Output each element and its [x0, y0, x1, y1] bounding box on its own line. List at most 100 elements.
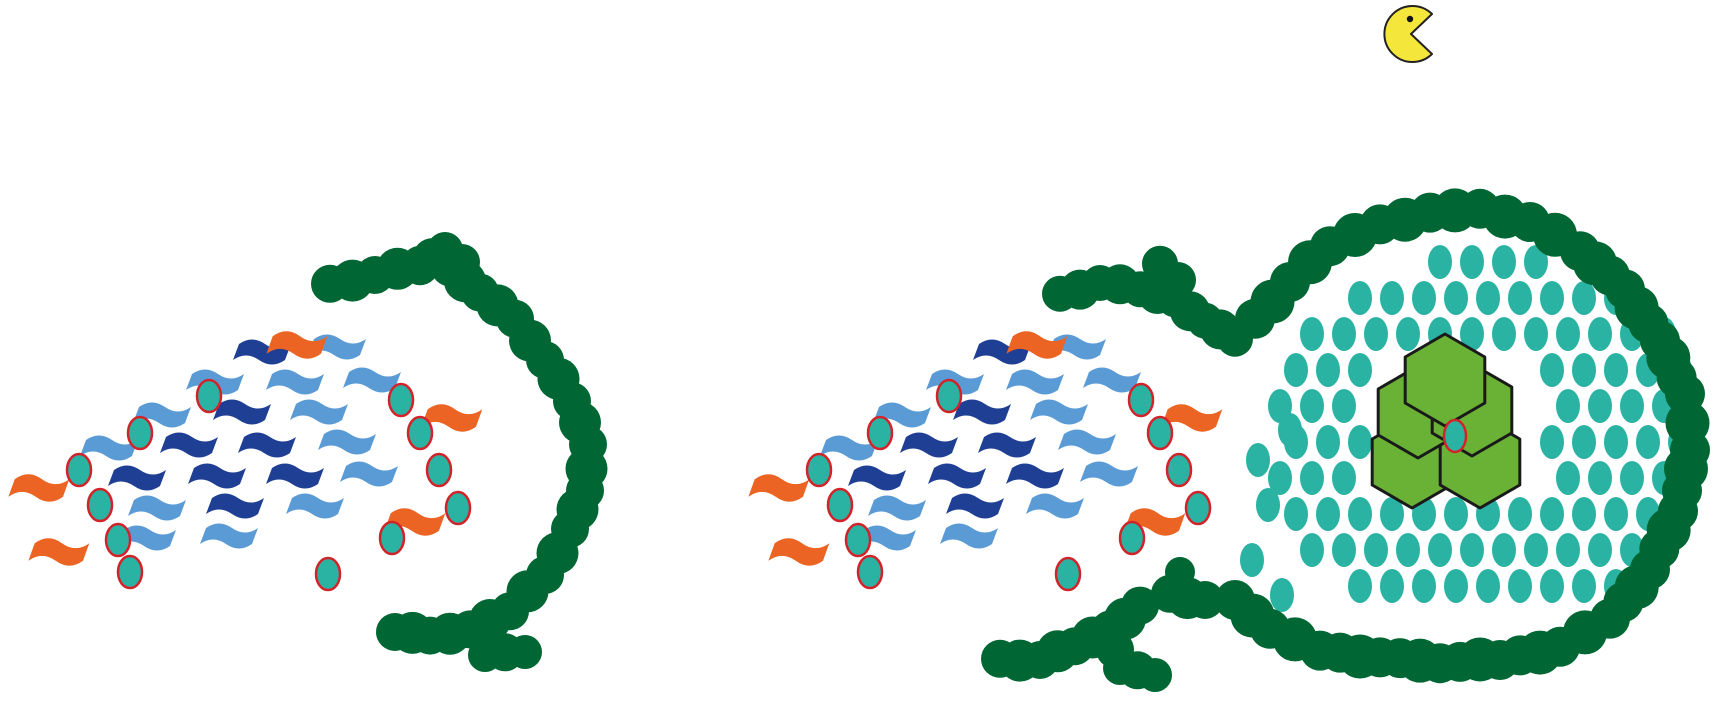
cargo-particle [378, 520, 406, 556]
cargo-particle [1146, 415, 1174, 451]
membrane-bead [444, 244, 480, 280]
vesicle-particle [1284, 353, 1308, 387]
membrane-bead [1160, 262, 1196, 298]
cargo-wave [340, 461, 398, 487]
cargo-particle [805, 452, 833, 488]
vesicle-particle [1332, 317, 1356, 351]
cargo-wave [238, 432, 296, 458]
membrane-bead [1121, 586, 1159, 625]
cargo-particle [65, 452, 93, 488]
membrane-bead [1138, 658, 1172, 692]
cargo-particle [1127, 382, 1155, 418]
cargo-wave [928, 463, 986, 489]
vesicle-particle [1444, 569, 1468, 603]
vesicle-particle [1556, 317, 1580, 351]
vesicle-particle [1348, 497, 1372, 531]
receptor-wave [28, 538, 90, 566]
left-membrane-arc [311, 232, 608, 672]
vesicle-particle [1268, 461, 1292, 495]
vesicle-particle [1412, 281, 1436, 315]
cargo-particle [935, 378, 963, 414]
vesicle-particle [1270, 578, 1294, 612]
vesicle-particle [1588, 533, 1612, 567]
cargo-wave [1058, 429, 1116, 455]
cargo-wave [900, 432, 958, 458]
cargo-wave [953, 399, 1011, 425]
vesicle-particle [1572, 281, 1596, 315]
cargo-wave [848, 465, 906, 491]
membrane-bead [1216, 581, 1254, 619]
vesicle-particle [1380, 497, 1404, 531]
vesicle-particle [1460, 245, 1484, 279]
cargo-particle [844, 522, 872, 558]
vesicle-particle [1476, 281, 1500, 315]
cargo-particle [1118, 520, 1146, 556]
vesicle-particle [1412, 569, 1436, 603]
vesicle-particle [1332, 461, 1356, 495]
cargo-wave [266, 463, 324, 489]
vesicle-particle [1348, 569, 1372, 603]
membrane-bead [508, 635, 542, 669]
vesicle-particle [1348, 281, 1372, 315]
vesicle-particle [1316, 497, 1340, 531]
vesicle-particle [1524, 245, 1548, 279]
vesicle-particle [1380, 281, 1404, 315]
vesicle-particle [1508, 281, 1532, 315]
cargo-particle [104, 522, 132, 558]
cargo-particle [856, 554, 884, 590]
vesicle-particle [1240, 543, 1264, 577]
vesicle-particle [1444, 281, 1468, 315]
vesicle-particle [1380, 569, 1404, 603]
cargo-wave [1030, 399, 1088, 425]
vesicle-particle [1460, 533, 1484, 567]
cargo-wave [206, 493, 264, 519]
vesicle-particle [1476, 569, 1500, 603]
cargo-wave [108, 465, 166, 491]
vesicle-particle [1444, 497, 1468, 531]
vesicle-particle [1540, 281, 1564, 315]
cargo-particle [406, 415, 434, 451]
bound-particle [1442, 418, 1468, 454]
vesicle-particle [1556, 389, 1580, 423]
receptor-wave [768, 538, 830, 566]
vesicle-particle [1540, 353, 1564, 387]
vesicle-particle [1300, 533, 1324, 567]
vesicle-particle [1604, 353, 1628, 387]
vesicle-particle [1300, 389, 1324, 423]
protein-complex [1370, 332, 1522, 510]
cargo-particle [1184, 490, 1212, 526]
cargo-wave [213, 399, 271, 425]
vesicle-particle [1364, 317, 1388, 351]
vesicle-particle [1604, 497, 1628, 531]
vesicle-particle [1620, 389, 1644, 423]
receptor-wave [748, 474, 810, 502]
cargo-wave [1080, 461, 1138, 487]
vesicle-particle [1524, 317, 1548, 351]
vesicle-particle [1300, 317, 1324, 351]
vesicle-particle [1332, 389, 1356, 423]
membrane-bead [1165, 557, 1195, 587]
cargo-wave [200, 523, 258, 549]
vesicle-particle [1364, 533, 1388, 567]
cargo-particle [195, 378, 223, 414]
vesicle-particle [1556, 461, 1580, 495]
cargo-particle [126, 415, 154, 451]
vesicle-particle [1256, 488, 1280, 522]
cargo-wave [318, 429, 376, 455]
vesicle-particle [1348, 425, 1372, 459]
cargo-particle [86, 487, 114, 523]
vesicle-particle [1588, 389, 1612, 423]
vesicle-particle [1246, 443, 1270, 477]
cargo-wave [128, 495, 186, 521]
cargo-wave [1006, 369, 1064, 395]
vesicle-particle [1284, 497, 1308, 531]
vesicle-particle [1524, 533, 1548, 567]
vesicle-particle [1508, 569, 1532, 603]
membrane-bead [376, 613, 414, 651]
vesicle-particle [1492, 317, 1516, 351]
cargo-wave [160, 432, 218, 458]
cargo-wave [940, 523, 998, 549]
vesicle-particle [1620, 461, 1644, 495]
vesicle-particle [1572, 353, 1596, 387]
vesicle-particle [1572, 425, 1596, 459]
